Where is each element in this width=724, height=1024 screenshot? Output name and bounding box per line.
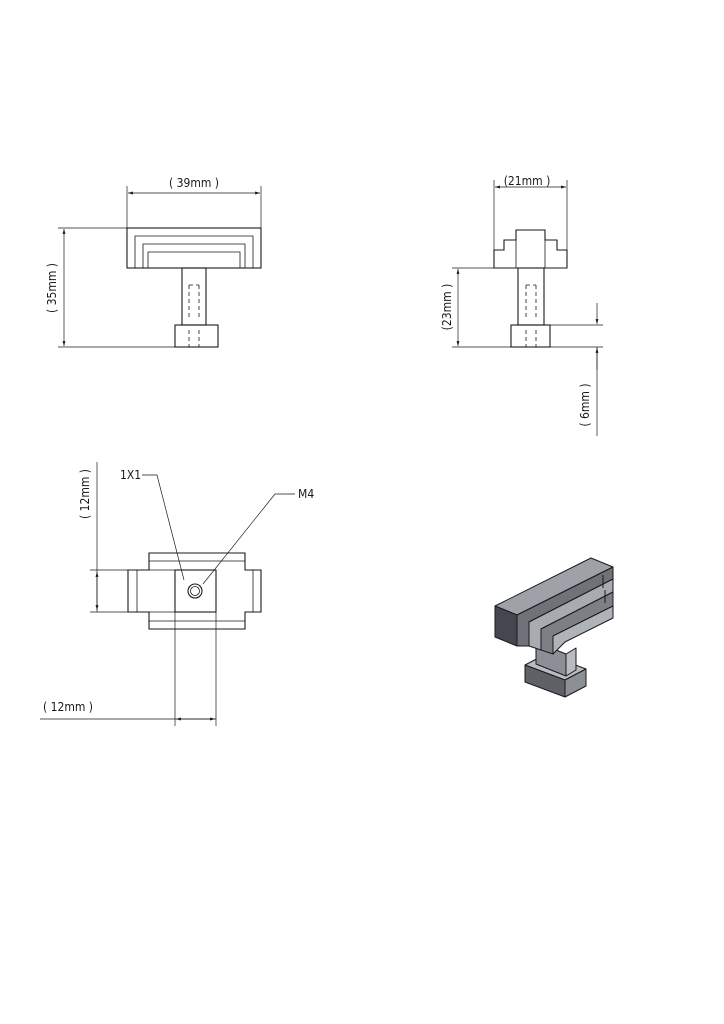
bottom-outline [127,552,262,630]
front-view: ( 39mm ) ( 35mm ) [45,176,262,348]
bottom-width-label: ( 12mm ) [43,700,93,714]
front-bar [126,227,262,269]
side-stem-label: (23mm ) [440,284,454,331]
side-base [510,324,551,348]
bottom-height-label: ( 12mm ) [78,469,92,519]
iso-stem-side [565,647,577,677]
iso-bar-front-step4 [552,605,614,655]
front-bar-inner-1 [134,235,254,268]
callout-1x1-label: 1X1 [120,468,141,482]
side-view: (21mm ) (23mm ) ( 6mm ) [440,174,603,436]
front-width-label: ( 39mm ) [169,176,219,190]
side-bar [493,229,568,269]
bottom-view: 1X1 M4 ( 12mm ) ( 12mm ) [40,462,314,726]
thread-hole-inner [190,586,200,596]
callout-m4-leader [202,493,295,585]
front-height-label: ( 35mm ) [45,263,59,313]
bottom-base-square [174,569,217,613]
callout-1x1-leader [142,474,185,581]
front-stem [181,267,207,326]
side-stem [517,267,545,326]
side-base-label: ( 6mm ) [578,383,592,426]
iso-base-side [564,668,587,698]
thread-hole-outer [187,583,203,599]
side-width-label: (21mm ) [504,174,551,188]
front-bar-inner-3 [147,251,241,268]
isometric-view [494,557,614,698]
front-bar-inner-2 [142,243,246,268]
callout-m4-label: M4 [298,487,314,501]
front-base [174,324,219,348]
